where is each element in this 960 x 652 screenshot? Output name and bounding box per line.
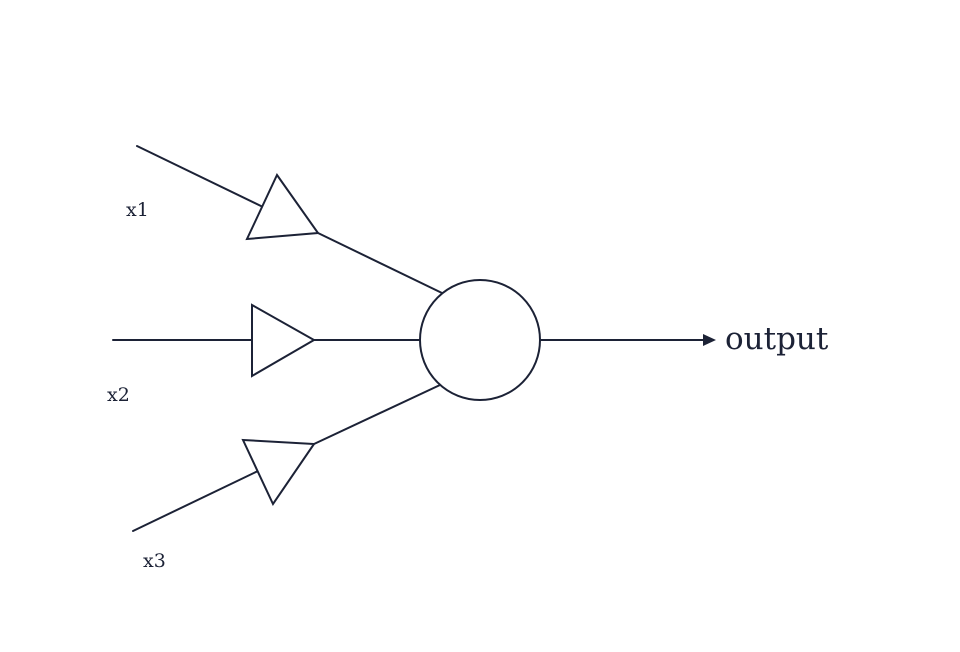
- output-label: output: [725, 321, 829, 357]
- input-wire-x3-incoming: [132, 470, 259, 532]
- input-label-x2: x2: [107, 384, 130, 406]
- input-wire-x3-to-node: [313, 384, 441, 445]
- output-branch: [539, 334, 716, 346]
- weight-triangle-x1: [245, 173, 320, 241]
- weight-triangle-x3: [241, 438, 316, 507]
- neuron-node: [419, 279, 541, 401]
- input-label-x3: x3: [143, 550, 166, 572]
- input-wire-x1-incoming: [136, 145, 264, 208]
- input-branch-x3: [132, 384, 441, 532]
- input-label-x1: x1: [126, 199, 149, 221]
- input-branch-x1: [136, 145, 443, 294]
- input-wire-x1-to-node: [317, 232, 443, 294]
- weight-triangle-x2: [251, 303, 317, 378]
- input-branch-x2: [112, 303, 421, 378]
- output-arrowhead: [703, 334, 716, 346]
